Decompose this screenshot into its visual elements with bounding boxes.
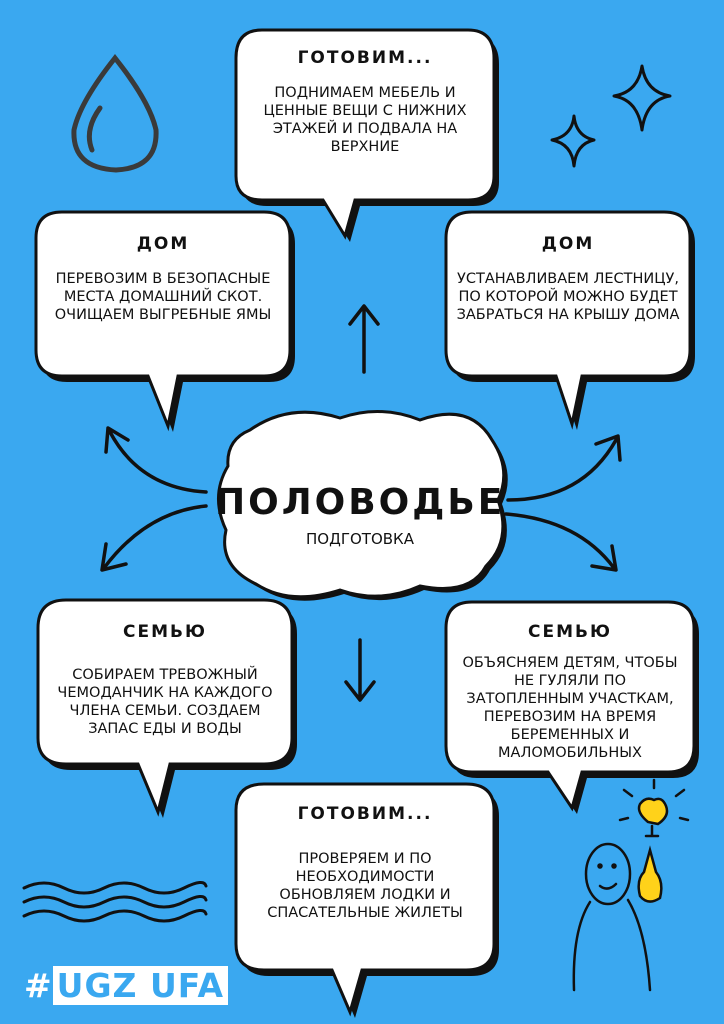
left-lower-bubble-title: СЕМЬЮ — [123, 622, 207, 642]
bubble-left-upper — [34, 210, 295, 432]
top-bubble-title: ГОТОВИМ... — [297, 48, 433, 68]
left-upper-bubble-title: ДОМ — [136, 234, 190, 254]
center-subtitle: ПОДГОТОВКА — [306, 530, 414, 548]
center-title: ПОЛОВОДЬЕ — [215, 482, 506, 523]
bubble-bottom — [234, 782, 499, 1018]
arrows — [100, 304, 622, 702]
hashtag-text: UGZ UFA — [52, 966, 229, 1005]
arrow-upper-right — [506, 434, 622, 502]
top-bubble-text: ПОДНИМАЕМ МЕБЕЛЬ И ЦЕННЫЕ ВЕЩИ С НИЖНИХ … — [263, 85, 467, 155]
arrow-down — [344, 638, 376, 702]
bubble-right-lower — [444, 600, 699, 814]
right-lower-bubble-text: ОБЪЯСНЯЕМ ДЕТЯМ, ЧТОБЫ НЕ ГУЛЯЛИ ПО ЗАТО… — [462, 655, 678, 761]
bottom-bubble-text: ПРОВЕРЯЕМ И ПО НЕОБХОДИМОСТИ ОБНОВЛЯЕМ Л… — [267, 851, 463, 921]
left-upper-bubble-text: ПЕРЕВОЗИМ В БЕЗОПАСНЫЕ МЕСТА ДОМАШНИЙ СК… — [54, 271, 272, 323]
bubble-left-lower — [36, 598, 297, 818]
lightbulb-person-icon — [572, 778, 690, 992]
arrow-up — [348, 304, 380, 374]
left-lower-bubble-text: СОБИРАЕМ ТРЕВОЖНЫЙ ЧЕМОДАНЧИК НА КАЖДОГО… — [57, 667, 273, 737]
hashtag-badge: #UGZ UFA — [24, 966, 229, 1005]
bubble-top — [234, 28, 499, 242]
waves-icon — [22, 881, 208, 923]
water-drop-icon — [71, 53, 159, 173]
right-upper-bubble-text: УСТАНАВЛИВАЕМ ЛЕСТНИЦУ, ПО КОТОРОЙ МОЖНО… — [456, 271, 680, 323]
bottom-bubble-title: ГОТОВИМ... — [297, 804, 433, 824]
arrow-upper-left — [104, 426, 208, 494]
right-upper-bubble-title: ДОМ — [541, 234, 595, 254]
right-lower-bubble-title: СЕМЬЮ — [528, 622, 612, 642]
sparkle-stars-icon — [550, 64, 672, 168]
arrow-lower-right — [504, 512, 618, 572]
hashtag-symbol: # — [24, 966, 53, 1005]
arrow-upper-left-2 — [100, 504, 208, 572]
bubble-right-upper — [444, 210, 695, 430]
center-cloud — [216, 410, 508, 601]
